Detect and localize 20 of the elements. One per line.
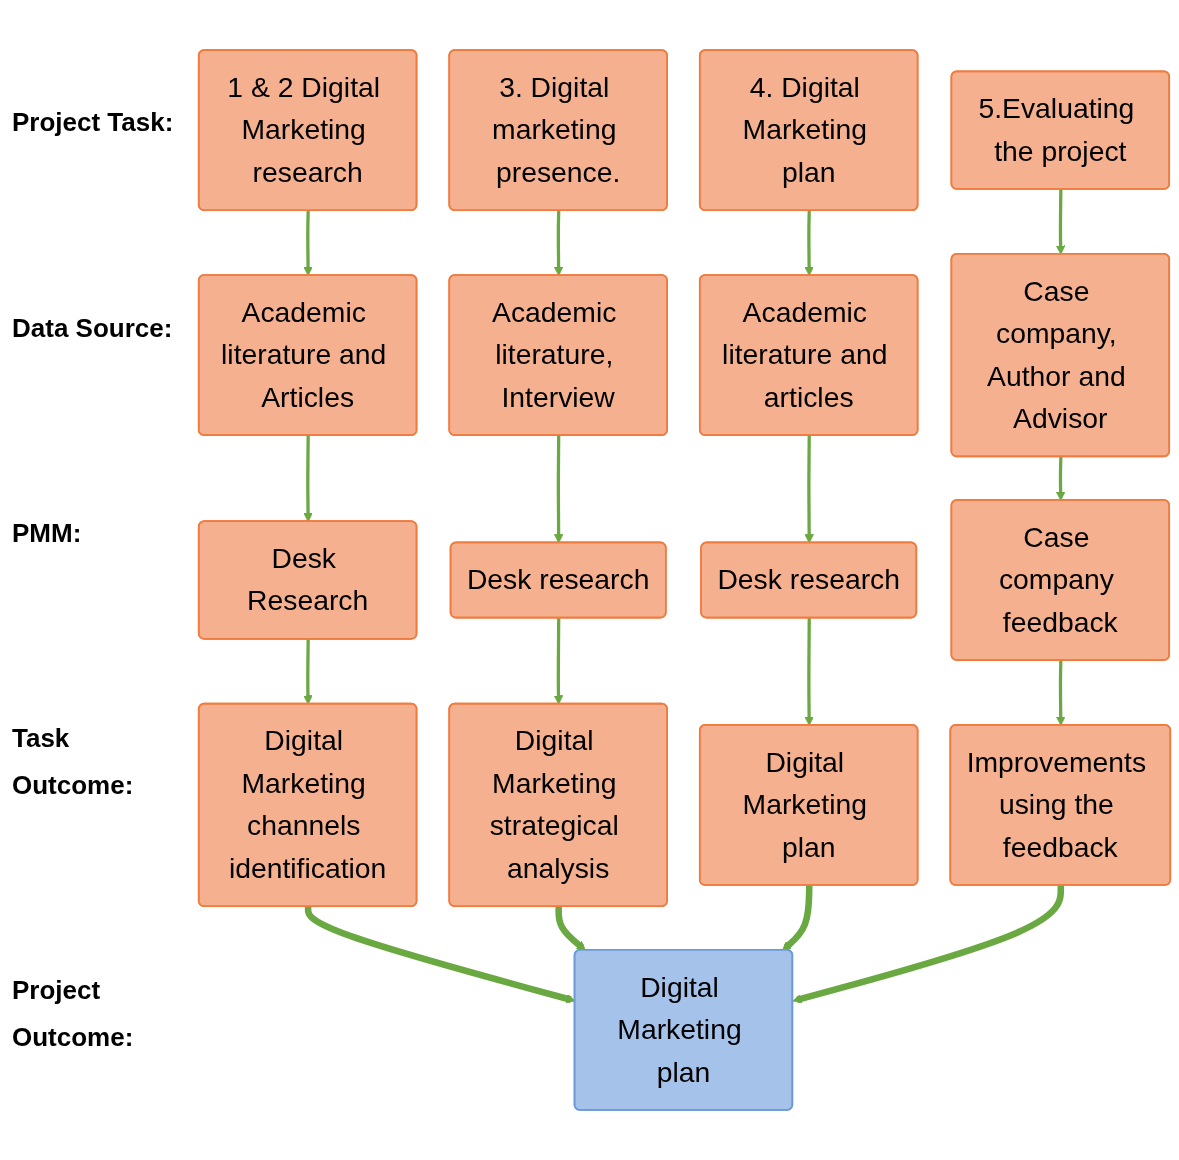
row-label: Project Outcome: — [12, 974, 135, 1054]
row-label: PMM: — [12, 516, 83, 550]
arrow — [553, 618, 564, 705]
arrow — [804, 210, 814, 276]
arrow — [553, 435, 564, 544]
row-label: Data Source: — [12, 311, 174, 345]
arrow — [553, 210, 564, 276]
arrow — [1055, 660, 1066, 726]
arrow — [303, 639, 313, 705]
arrow — [804, 435, 814, 544]
arrow — [303, 210, 313, 276]
row-label: Project Task: — [12, 106, 175, 140]
arrow — [303, 435, 313, 523]
arrow — [782, 885, 813, 951]
row-label: Task Outcome: — [12, 722, 135, 802]
arrow — [555, 906, 586, 951]
arrow — [1055, 189, 1066, 255]
arrow — [792, 885, 1065, 1004]
arrow — [1055, 456, 1066, 501]
arrow — [804, 618, 814, 726]
